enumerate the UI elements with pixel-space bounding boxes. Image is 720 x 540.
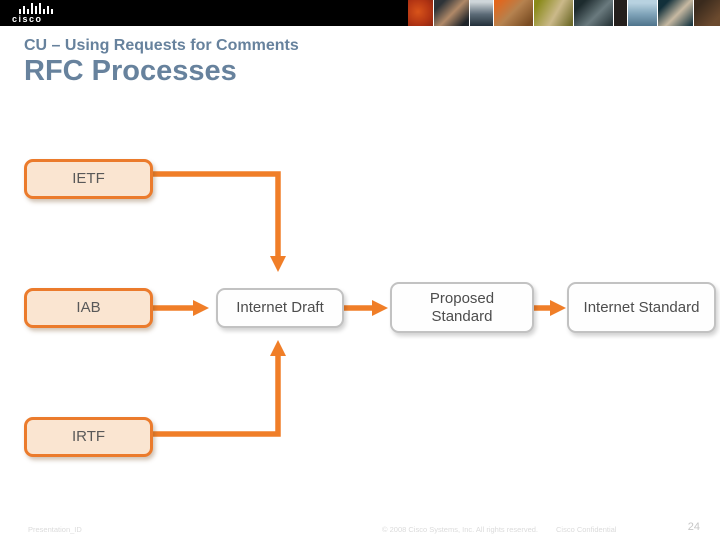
copyright-text: © 2008 Cisco Systems, Inc. All rights re… bbox=[382, 525, 539, 534]
arrowhead-right-icon bbox=[193, 300, 209, 316]
page-number: 24 bbox=[687, 521, 700, 533]
header-bar: cisco bbox=[0, 0, 720, 26]
photo-strip-segment bbox=[470, 0, 494, 26]
arrow-ietf-to-draft bbox=[150, 171, 281, 258]
node-label: Internet Standard bbox=[583, 298, 700, 316]
node-internet-standard: Internet Standard bbox=[567, 282, 716, 333]
photo-strip-segment bbox=[694, 0, 720, 26]
confidential-label: Cisco Confidential bbox=[556, 525, 617, 534]
slide-kicker: CU – Using Requests for Comments bbox=[24, 37, 299, 54]
arrow-irtf-to-draft bbox=[150, 354, 281, 437]
node-internet-draft: Internet Draft bbox=[216, 288, 344, 328]
photo-strip-segment bbox=[574, 0, 614, 26]
arrowhead-right-icon bbox=[550, 300, 566, 316]
photo-strip-segment bbox=[658, 0, 694, 26]
node-irtf: IRTF bbox=[24, 417, 153, 457]
slide-footer: Presentation_ID © 2008 Cisco Systems, In… bbox=[0, 518, 720, 540]
presentation-id: Presentation_ID bbox=[28, 525, 82, 534]
cisco-logo: cisco bbox=[12, 3, 62, 25]
photo-strip-segment bbox=[628, 0, 658, 26]
slide-title: RFC Processes bbox=[24, 55, 237, 87]
photo-strip bbox=[408, 0, 720, 26]
photo-strip-segment bbox=[534, 0, 574, 26]
title-block: CU – Using Requests for Comments RFC Pro… bbox=[24, 36, 299, 88]
photo-strip-segment bbox=[408, 0, 434, 26]
arrowhead-right-icon bbox=[372, 300, 388, 316]
node-label: IETF bbox=[72, 170, 105, 187]
node-iab: IAB bbox=[24, 288, 153, 328]
arrowhead-up-icon bbox=[270, 340, 286, 356]
node-ietf: IETF bbox=[24, 159, 153, 199]
photo-strip-segment bbox=[494, 0, 534, 26]
photo-strip-segment bbox=[434, 0, 470, 26]
cisco-logo-text: cisco bbox=[12, 14, 43, 24]
cisco-bridge-icon bbox=[19, 3, 62, 14]
node-label: Proposed Standard bbox=[429, 289, 495, 325]
node-label: Internet Draft bbox=[236, 299, 324, 316]
arrowhead-down-icon bbox=[270, 256, 286, 272]
photo-strip-segment bbox=[614, 0, 628, 26]
node-proposed-standard: Proposed Standard bbox=[390, 282, 534, 333]
node-label: IAB bbox=[76, 299, 101, 316]
node-label: IRTF bbox=[71, 428, 106, 445]
